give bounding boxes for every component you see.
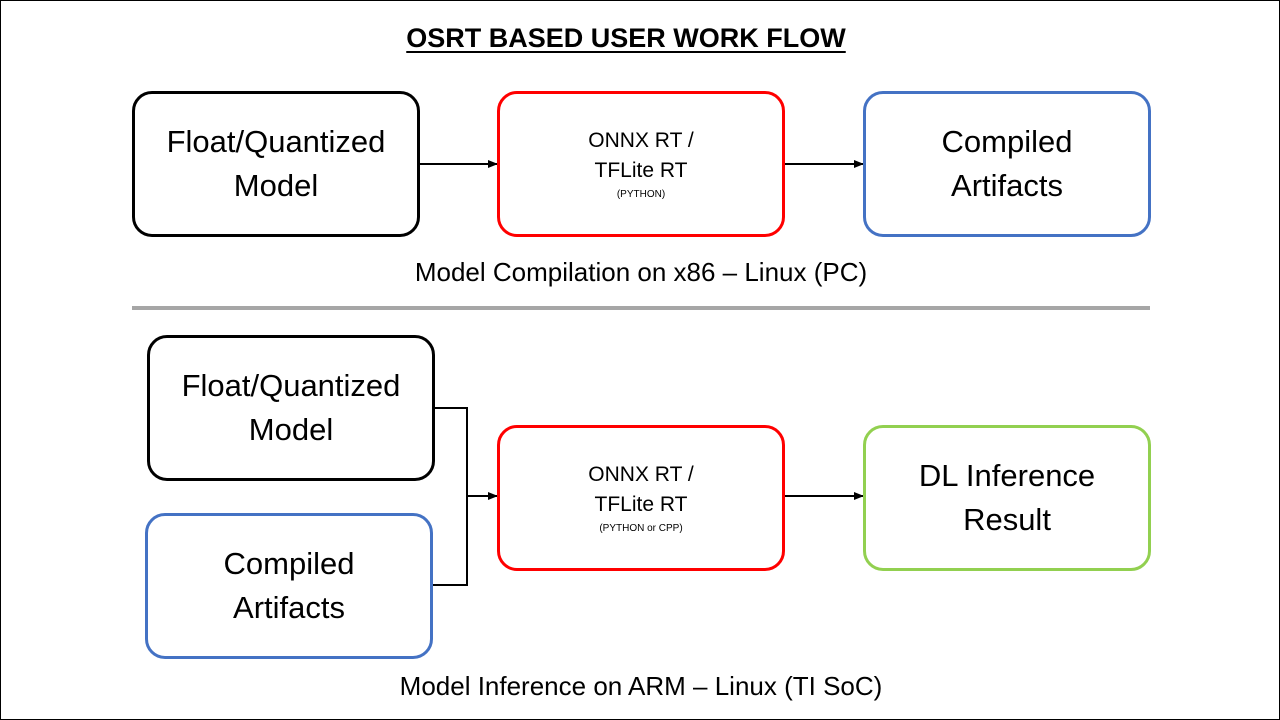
compile-artifacts-box: Compiled Artifacts bbox=[863, 91, 1151, 237]
compile-runtime-line2: TFLite RT bbox=[594, 159, 688, 182]
compile-runtime-note: (PYTHON) bbox=[616, 189, 666, 200]
compile-runtime-box: ONNX RT / TFLite RT (PYTHON) bbox=[497, 91, 785, 237]
diagram-title-text: OSRT BASED USER WORK FLOW bbox=[406, 23, 846, 53]
compile-model-box: Float/Quantized Model bbox=[132, 91, 420, 237]
infer-result-line2: Result bbox=[963, 502, 1051, 537]
infer-model-line1: Float/Quantized bbox=[181, 368, 401, 403]
infer-result-line1: DL Inference bbox=[918, 458, 1096, 493]
infer-artifacts-box: Compiled Artifacts bbox=[145, 513, 433, 659]
diagram-title: OSRT BASED USER WORK FLOW bbox=[1, 23, 1251, 54]
connector-model-branch bbox=[432, 407, 468, 586]
compile-artifacts-line2: Artifacts bbox=[951, 168, 1063, 203]
infer-runtime-box: ONNX RT / TFLite RT (PYTHON or CPP) bbox=[497, 425, 785, 571]
section-divider bbox=[132, 306, 1150, 310]
infer-result-box: DL Inference Result bbox=[863, 425, 1151, 571]
infer-runtime-note: (PYTHON or CPP) bbox=[599, 523, 683, 534]
compile-model-line1: Float/Quantized bbox=[166, 124, 386, 159]
infer-artifacts-line2: Artifacts bbox=[233, 590, 345, 625]
infer-model-line2: Model bbox=[248, 412, 334, 447]
compile-model-line2: Model bbox=[233, 168, 319, 203]
compile-artifacts-line1: Compiled bbox=[941, 124, 1073, 159]
infer-caption: Model Inference on ARM – Linux (TI SoC) bbox=[399, 671, 883, 701]
infer-model-box: Float/Quantized Model bbox=[147, 335, 435, 481]
infer-runtime-line2: TFLite RT bbox=[594, 493, 688, 516]
compile-caption: Model Compilation on x86 – Linux (PC) bbox=[414, 257, 868, 287]
infer-runtime-line1: ONNX RT / bbox=[588, 463, 694, 486]
infer-artifacts-line1: Compiled bbox=[223, 546, 355, 581]
compile-runtime-line1: ONNX RT / bbox=[588, 129, 694, 152]
